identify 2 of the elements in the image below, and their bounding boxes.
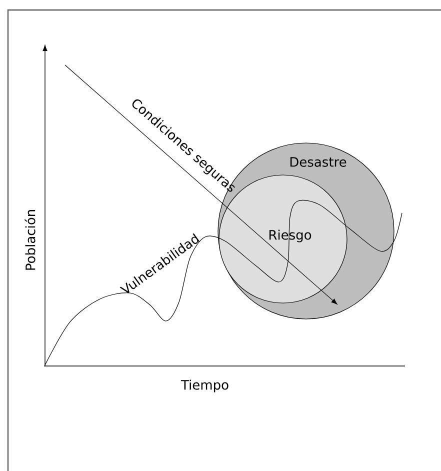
axis-label: Tiempo: [180, 380, 228, 392]
axis-label: Población: [24, 210, 36, 270]
